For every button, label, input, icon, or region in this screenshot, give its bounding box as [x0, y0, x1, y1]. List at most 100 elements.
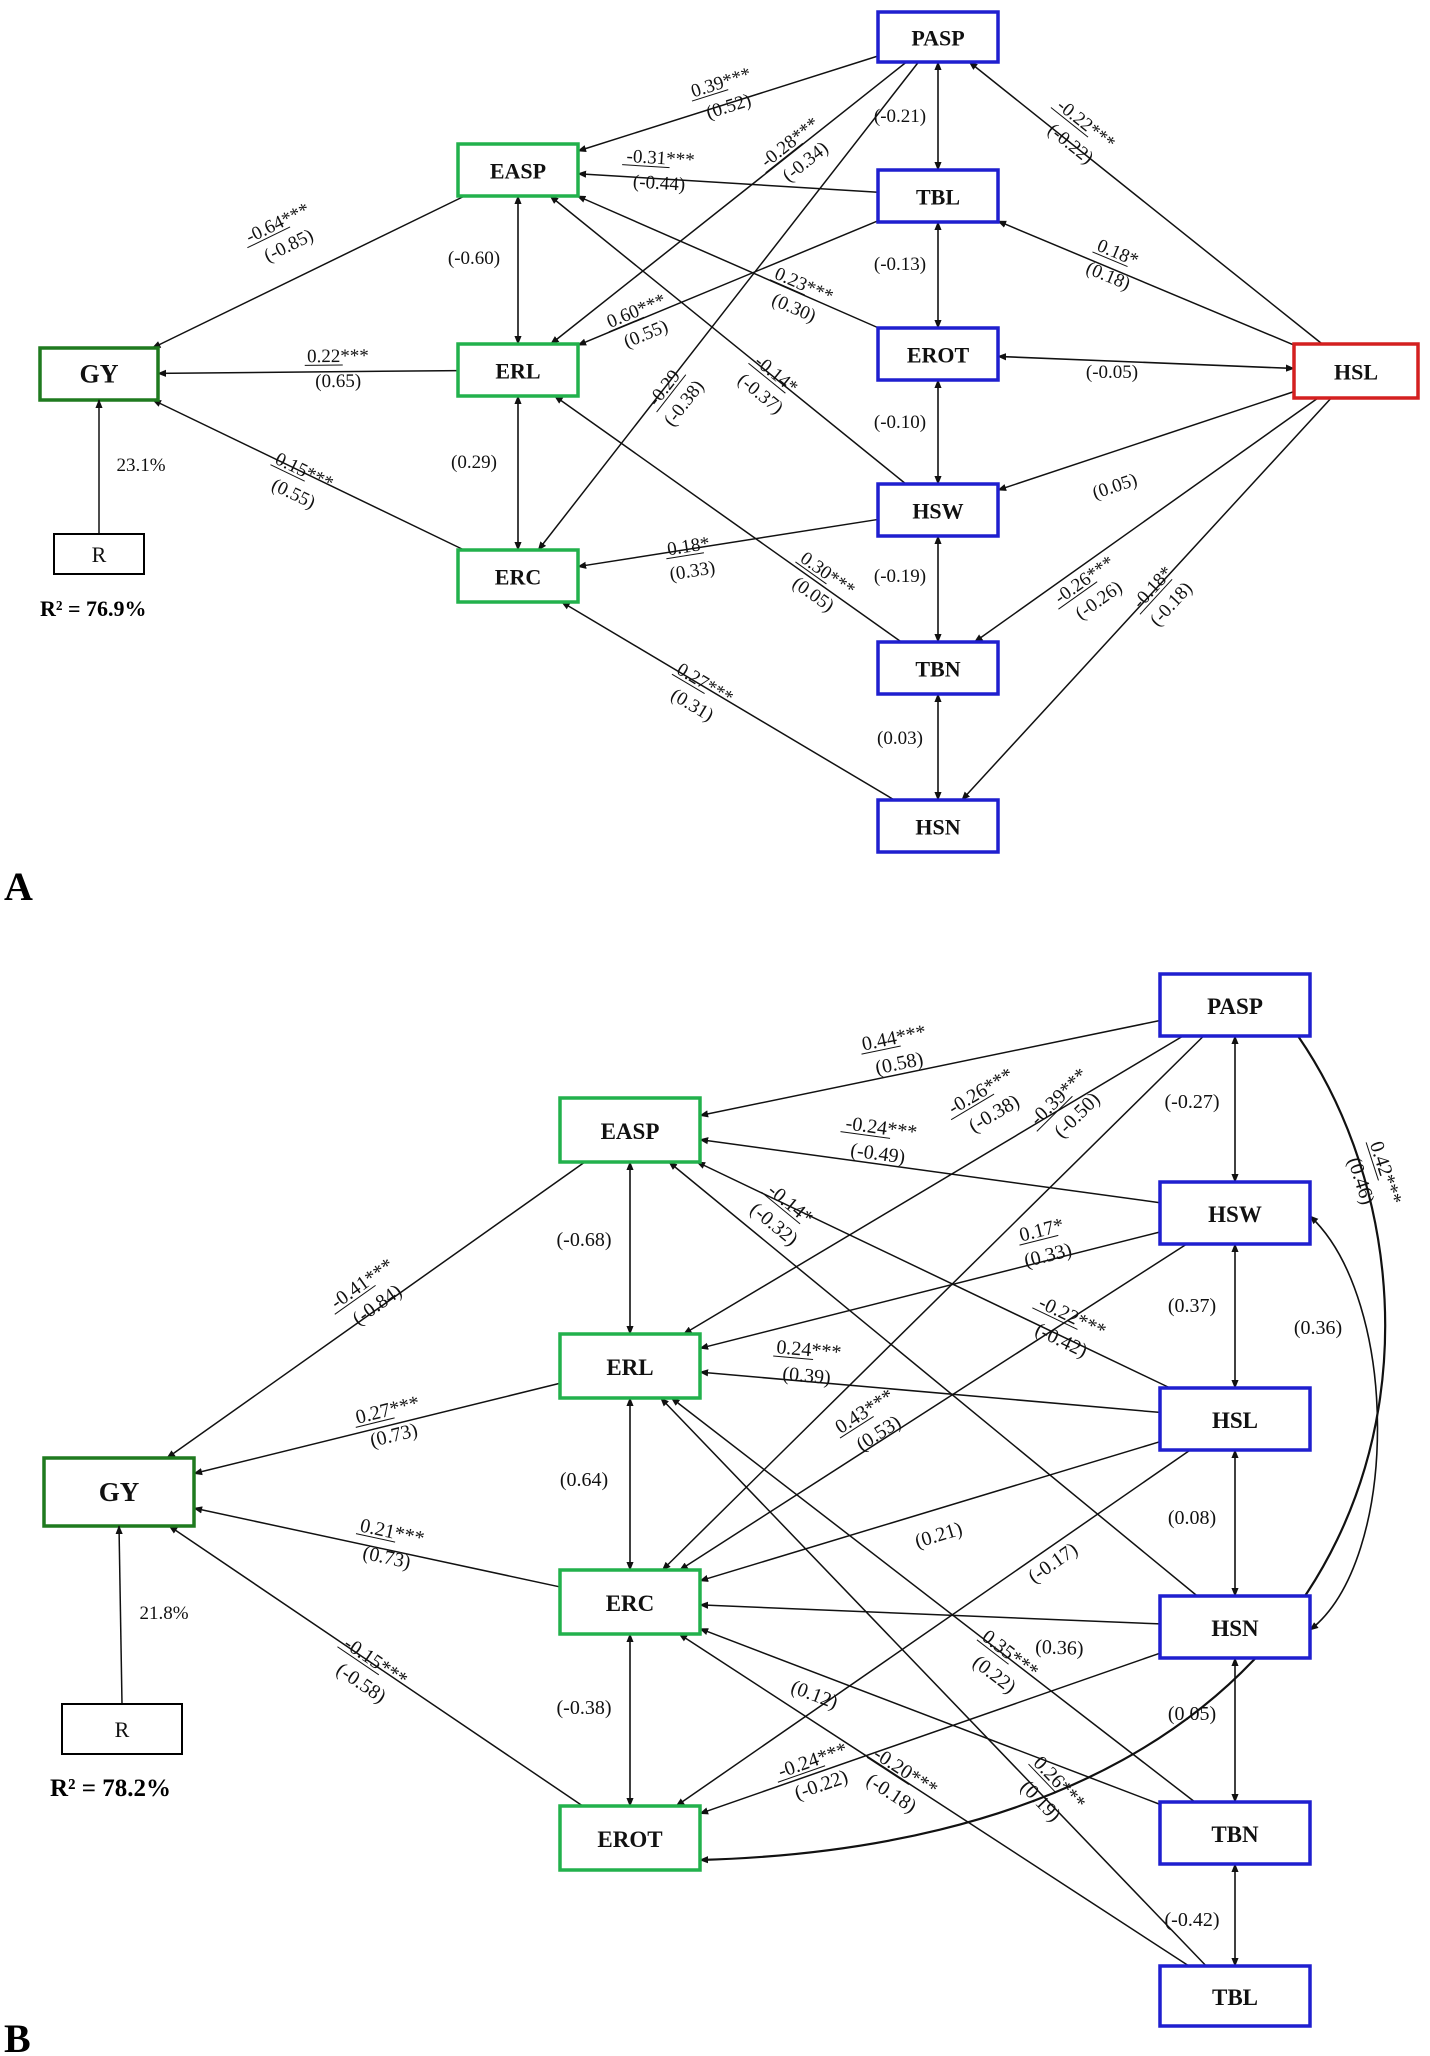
node-box [876, 10, 1000, 64]
path-label-erot-easp: 0.23***(0.30) [769, 263, 837, 327]
path-arrow-tbl-easp [577, 170, 879, 194]
coefficient-underline [270, 464, 305, 482]
coefficient-underline [795, 561, 827, 585]
path-arrow-tbl-erc [678, 1633, 1190, 1967]
path-arrow-hsl-pasp [968, 61, 1323, 345]
path-label-hsn-erc: (0.36) [1035, 1636, 1084, 1660]
path-arrow-hsl-erot [675, 1449, 1191, 1807]
coefficient-underline [247, 226, 291, 249]
correlation-label: (-0.42) [1165, 1909, 1220, 1931]
path-arrow-pasp-erl [550, 61, 907, 345]
path-label-hsw-erc: 0.18*(0.33) [666, 533, 717, 585]
coefficient-underline [1092, 251, 1128, 268]
node-box [876, 482, 1000, 538]
path-correlation: (0.36) [1035, 1636, 1084, 1660]
path-arrow-easp-gy [166, 1161, 586, 1459]
residual-label: R [115, 1717, 130, 1742]
path-arrow-erot-easp [576, 195, 879, 329]
coefficient-underline [334, 1284, 376, 1315]
node-box [42, 1456, 196, 1528]
node-box [876, 798, 1000, 854]
node-erl: ERL [558, 1332, 702, 1400]
path-arrow-pasp-erot [699, 1035, 1387, 1864]
node-label: EROT [907, 343, 970, 368]
correlation-label: (0.29) [451, 452, 497, 473]
node-label: HSL [1334, 360, 1378, 385]
panel-letter: B [4, 2016, 31, 2056]
coefficient-underline [355, 1533, 396, 1543]
path-label-tbl-easp: -0.31***(-0.44) [622, 146, 695, 196]
path-coefficient: 0.22*** [307, 346, 369, 368]
node-box [1158, 1594, 1312, 1660]
path-arrow-hsl-erl [699, 1369, 1161, 1414]
path-arrow-hsw-erl [699, 1231, 1161, 1350]
node-label: HSN [915, 815, 960, 840]
correlation-label: (0.36) [1294, 1317, 1342, 1339]
node-erc: ERC [456, 548, 580, 604]
node-box [876, 640, 1000, 696]
coefficient-underline [839, 1416, 874, 1439]
correlation-label: (0.08) [1168, 1507, 1216, 1529]
path-arrow-hsn-erc [560, 601, 895, 801]
node-label: HSW [912, 499, 963, 524]
node-box [456, 548, 580, 604]
node-label: ERC [495, 565, 541, 590]
node-box [1158, 1180, 1312, 1246]
path-arrow-tbn-erl [553, 395, 902, 643]
coefficient-underline [1139, 578, 1173, 615]
path-label-tbn-erc: (0.12) [788, 1676, 841, 1714]
coefficient-underline [765, 142, 804, 174]
path-label-erot-gy: -0.15***(-0.58) [332, 1633, 411, 1708]
coefficient-underline [691, 89, 729, 102]
node-gy: GY [42, 1456, 196, 1528]
node-easp: EASP [558, 1096, 702, 1164]
path-label-hsw-erc: 0.43***(0.53) [831, 1385, 905, 1456]
correlation-label: (-0.68) [557, 1229, 612, 1251]
coefficient-underline [666, 552, 704, 560]
path-arrow-tbn-erc [699, 1628, 1161, 1806]
node-label: PASP [911, 26, 964, 51]
path-label-pasp-erl: -0.26***(-0.38) [944, 1064, 1023, 1138]
node-label: ERC [606, 1591, 655, 1616]
path-label-pasp-easp: 0.44***(0.58) [860, 1021, 928, 1079]
node-pasp: PASP [876, 10, 1000, 64]
path-arrow-hsl-easp [696, 1161, 1171, 1389]
path-label-pasp-easp: 0.39***(0.52) [689, 64, 754, 124]
node-label: ERL [606, 1355, 653, 1380]
coefficient-underline [355, 1417, 395, 1428]
path-label-easp-gy: -0.41***(-0.84) [327, 1254, 406, 1330]
path-arrow-erc-gy [152, 399, 465, 551]
residual-box [61, 1703, 183, 1755]
path-label-hsl-tbn: -0.26***(-0.26) [1051, 552, 1127, 624]
path-arrow-hsl-erc [699, 1440, 1161, 1582]
path-arrow-erc-gy [193, 1506, 561, 1588]
path-correlation: (0.39) [782, 1363, 832, 1389]
path-label-hsl-erc: (0.21) [912, 1518, 965, 1553]
node-label: EASP [601, 1119, 660, 1144]
path-label-hsl-tbl: 0.18*(0.18) [1083, 235, 1142, 295]
path-arrow-erl-gy [193, 1382, 561, 1476]
node-tbn: TBN [1158, 1800, 1312, 1866]
path-arrow-erl-gy [157, 369, 459, 377]
path-correlation: (-0.49) [849, 1139, 906, 1168]
path-arrow-hsn-erc [699, 1601, 1161, 1625]
path-coefficient: 0.18* [666, 533, 711, 560]
correlation-label: (-0.38) [557, 1697, 612, 1719]
node-erot: EROT [558, 1804, 702, 1872]
path-label-pasp-erc: -0.39***(-0.50) [1026, 1064, 1105, 1143]
coefficient-underline [1050, 107, 1089, 138]
path-label-pasp-erc: -0.29(-0.38) [644, 366, 709, 430]
correlation-label: (0.03) [877, 728, 923, 749]
path-arrow-hsw-easp [549, 195, 907, 485]
coefficient-underline [861, 1045, 901, 1055]
coefficient-underline [1058, 581, 1098, 610]
path-correlation: (0.21) [912, 1518, 965, 1553]
path-arrow-hsl-hsw [997, 390, 1295, 491]
correlation-label: (-0.05) [1086, 362, 1138, 383]
path-label-hsn-erc: 0.27***(0.31) [667, 659, 737, 726]
path-label-erc-gy: 0.15***(0.55) [268, 449, 336, 514]
residual-path-label: 23.1% [116, 455, 165, 476]
node-box [456, 342, 580, 398]
coefficient-underline [656, 374, 687, 413]
path-arrow-hsw-erc [679, 1243, 1188, 1571]
